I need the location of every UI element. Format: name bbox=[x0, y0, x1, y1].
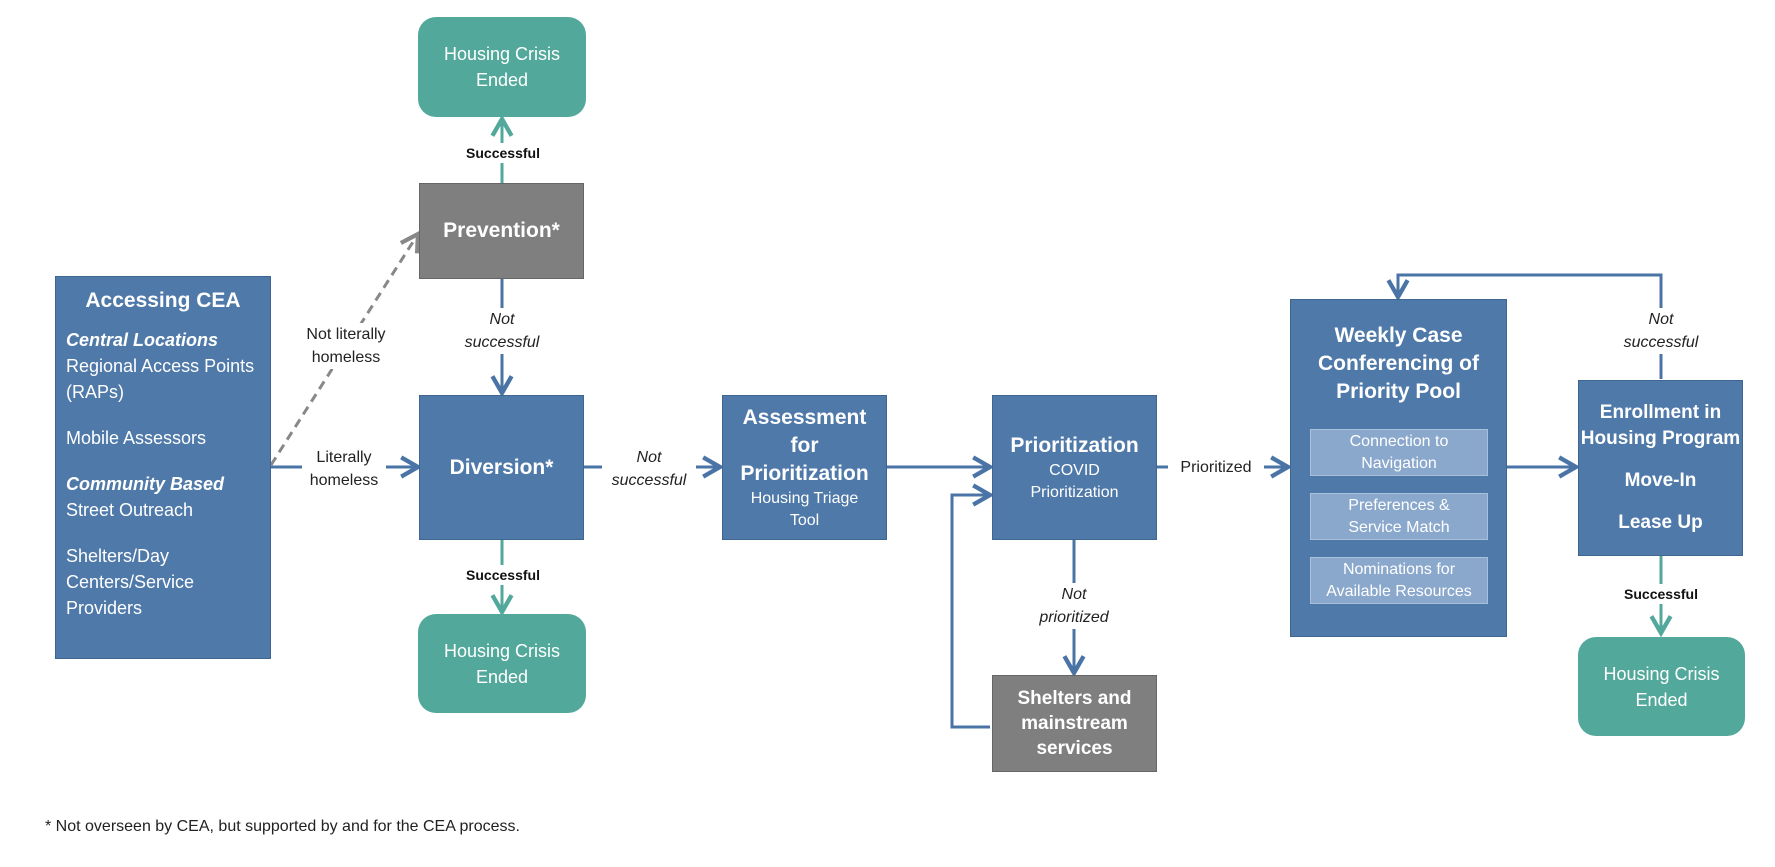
central-item-raps-abbr: (RAPs) bbox=[66, 382, 124, 402]
prevention-box: Prevention* bbox=[419, 183, 584, 279]
label-nlh-1: Not literally bbox=[306, 326, 386, 343]
shelters-line3: services bbox=[1036, 738, 1113, 759]
assessment-line2: for bbox=[790, 433, 819, 457]
housing-crisis-ended-bottom: Housing Crisis Ended bbox=[418, 614, 586, 713]
diversion-box: Diversion* bbox=[419, 395, 584, 540]
weekly-item-1-l1: Connection to bbox=[1349, 432, 1449, 450]
label-not-successful-diversion: Not successful bbox=[602, 446, 696, 492]
label-nsp-1: Not bbox=[489, 311, 515, 328]
accessing-cea-title: Accessing CEA bbox=[85, 289, 241, 312]
shelters-line-3: Providers bbox=[66, 598, 143, 618]
weekly-item-2-l2: Service Match bbox=[1348, 518, 1450, 536]
label-nse-2: successful bbox=[1623, 334, 1699, 351]
enrollment-line2: Housing Program bbox=[1580, 428, 1741, 449]
enrollment-line1: Enrollment in bbox=[1599, 402, 1722, 423]
shelters-box: Shelters and mainstream services bbox=[992, 675, 1157, 772]
label-nsp-2: successful bbox=[464, 334, 540, 351]
weekly-item-2-l1: Preferences & bbox=[1348, 496, 1450, 514]
label-successful-diversion: Successful bbox=[462, 565, 544, 585]
mobile-assessors: Mobile Assessors bbox=[66, 428, 207, 448]
prioritization-box: Prioritization COVID Prioritization bbox=[992, 395, 1157, 540]
enrollment-box: Enrollment in Housing Program Move-In Le… bbox=[1578, 380, 1743, 556]
label-nsd-1: Not bbox=[636, 449, 662, 466]
label-np-1: Not bbox=[1061, 586, 1087, 603]
crisis-top-line1: Housing Crisis bbox=[443, 44, 561, 64]
label-successful-prevention-text: Successful bbox=[466, 145, 540, 161]
weekly-item-1-l2: Navigation bbox=[1361, 454, 1437, 472]
central-locations-heading: Central Locations bbox=[66, 330, 219, 350]
prioritization-sub1: COVID bbox=[1049, 461, 1100, 479]
label-lh-1: Literally bbox=[316, 449, 372, 466]
label-not-successful-enrollment: Not successful bbox=[1612, 308, 1710, 354]
label-lh-2: homeless bbox=[309, 472, 379, 489]
weekly-line3: Priority Pool bbox=[1336, 380, 1461, 403]
enrollment-move-in: Move-In bbox=[1624, 470, 1697, 491]
assessment-line1: Assessment bbox=[742, 405, 867, 429]
label-not-successful-prevention: Not successful bbox=[452, 308, 552, 354]
label-prioritized: Prioritized bbox=[1168, 456, 1264, 479]
label-nse-1: Not bbox=[1648, 311, 1674, 328]
label-nsd-2: successful bbox=[611, 472, 687, 489]
accessing-cea-box: Accessing CEA Central Locations Regional… bbox=[55, 276, 271, 659]
crisis-top-line2: Ended bbox=[475, 70, 529, 90]
shelters-line1: Shelters and bbox=[1017, 688, 1132, 709]
label-successful-prevention: Successful bbox=[462, 143, 544, 163]
label-nlh-2: homeless bbox=[311, 349, 381, 366]
edge-shelters-loop bbox=[950, 483, 995, 729]
housing-crisis-ended-top: Housing Crisis Ended bbox=[418, 17, 586, 117]
shelters-line2: mainstream bbox=[1021, 713, 1128, 734]
weekly-line2: Conferencing of bbox=[1318, 352, 1479, 375]
crisis-bottom-line2: Ended bbox=[475, 666, 529, 687]
housing-crisis-ended-right: Housing Crisis Ended bbox=[1578, 637, 1745, 736]
weekly-item-navigation: Connection to Navigation bbox=[1310, 429, 1488, 476]
central-item-raps: Regional Access Points bbox=[66, 356, 255, 376]
label-successful-enrollment-text: Successful bbox=[1624, 586, 1698, 602]
label-prioritized-text: Prioritized bbox=[1180, 459, 1252, 476]
label-successful-enrollment: Successful bbox=[1620, 584, 1702, 604]
community-based-heading: Community Based bbox=[66, 474, 225, 494]
diversion-title: Diversion* bbox=[449, 455, 554, 479]
assessment-line3: Prioritization bbox=[740, 461, 869, 485]
prioritization-sub2: Prioritization bbox=[1030, 483, 1119, 501]
crisis-bottom-line1: Housing Crisis bbox=[443, 640, 561, 661]
footnote: * Not overseen by CEA, but supported by … bbox=[45, 818, 520, 835]
weekly-item-service-match: Preferences & Service Match bbox=[1310, 493, 1488, 540]
street-outreach: Street Outreach bbox=[66, 500, 194, 520]
assessment-sub2: Tool bbox=[789, 511, 820, 529]
crisis-right-line1: Housing Crisis bbox=[1603, 663, 1720, 684]
assessment-box: Assessment for Prioritization Housing Tr… bbox=[722, 395, 887, 540]
crisis-right-line2: Ended bbox=[1635, 689, 1688, 710]
shelters-line-1: Shelters/Day bbox=[66, 546, 170, 566]
label-literally-homeless: Literally homeless bbox=[302, 446, 386, 492]
prioritization-title: Prioritization bbox=[1010, 433, 1139, 457]
prevention-title: Prevention* bbox=[443, 219, 560, 242]
weekly-item-3-l1: Nominations for bbox=[1342, 560, 1456, 578]
assessment-sub1: Housing Triage bbox=[750, 489, 859, 507]
weekly-item-3-l2: Available Resources bbox=[1326, 582, 1472, 600]
shelters-line-2: Centers/Service bbox=[66, 572, 195, 592]
label-not-literally-homeless: Not literally homeless bbox=[296, 323, 396, 369]
label-successful-diversion-text: Successful bbox=[466, 567, 540, 583]
enrollment-lease-up: Lease Up bbox=[1618, 512, 1703, 533]
label-np-2: prioritized bbox=[1039, 609, 1109, 626]
weekly-item-nominations: Nominations for Available Resources bbox=[1310, 557, 1488, 604]
label-not-prioritized: Not prioritized bbox=[1028, 583, 1120, 629]
weekly-line1: Weekly Case bbox=[1334, 324, 1463, 347]
